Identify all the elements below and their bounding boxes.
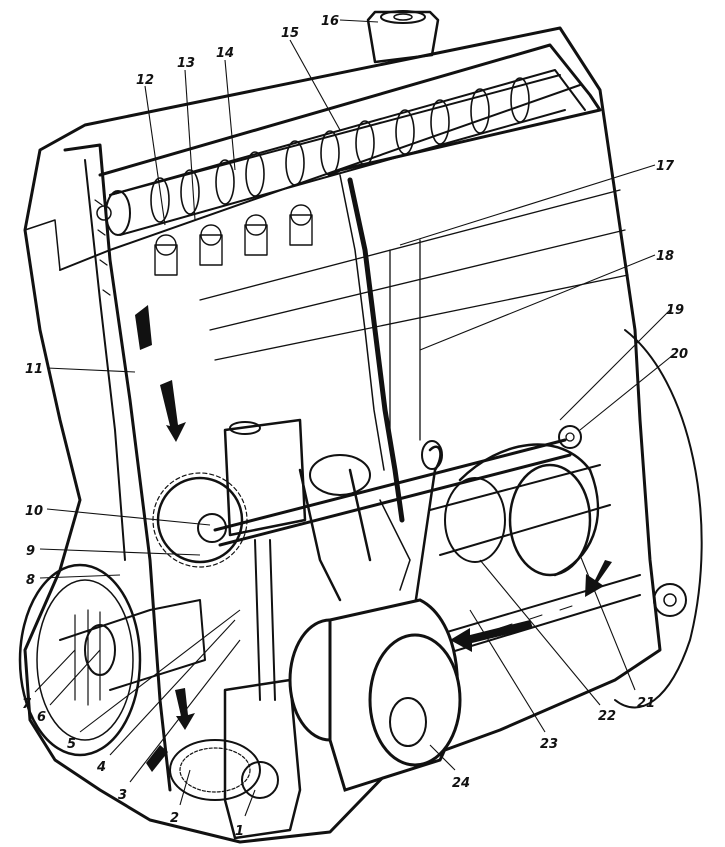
connecting-rod [298,454,411,602]
arrow-icon [175,688,195,730]
oil-pump [223,539,302,840]
arrow-icon [160,380,186,442]
callout-10: 10 [25,504,43,519]
auxiliary-shaft-gear [152,472,248,568]
callout-6: 6 [37,710,46,725]
oil-jet-valve [558,425,582,449]
callout-2: 2 [170,811,179,826]
callout-14: 14 [216,46,234,61]
oil-flow-arrows [135,305,612,772]
callout-3: 3 [118,788,127,803]
callout-17: 17 [656,159,675,174]
callout-5: 5 [67,737,76,752]
arrow-icon [585,560,612,597]
callout-21: 21 [637,696,655,711]
crankshaft-pulley [18,563,206,757]
callout-12: 12 [136,73,154,88]
timing-belt-cover [63,143,172,792]
callout-15: 15 [281,26,299,41]
oil-dipstick [408,440,443,642]
valve-springs [154,204,313,276]
callout-18: 18 [656,249,674,264]
arrow-icon [450,620,533,652]
oil-passage-vertical [339,174,405,523]
leader-lines [34,19,674,817]
callout-4: 4 [96,760,106,775]
callout-16: 16 [321,14,339,29]
oil-strainer [169,739,261,801]
callout-8: 8 [26,573,35,588]
distributor-drive-housing [223,418,307,537]
oil-filter [288,598,462,792]
callout-13: 13 [177,56,195,71]
callout-labels: 1 2 3 4 5 6 7 8 9 10 11 12 13 14 15 16 1… [22,14,688,839]
main-oil-gallery [213,438,572,547]
oil-filler-cap [366,10,440,64]
callout-22: 22 [598,709,616,724]
callout-24: 24 [452,776,470,791]
callout-20: 20 [670,347,688,362]
crankshaft [429,443,611,577]
callout-7: 7 [22,697,32,712]
callout-11: 11 [25,362,43,377]
arrow-icon [135,305,152,350]
callout-19: 19 [666,303,684,318]
callout-23: 23 [540,737,558,752]
callout-1: 1 [235,824,244,839]
camshaft-housing [98,43,602,196]
arrow-icon [146,745,168,772]
callout-9: 9 [26,544,35,559]
